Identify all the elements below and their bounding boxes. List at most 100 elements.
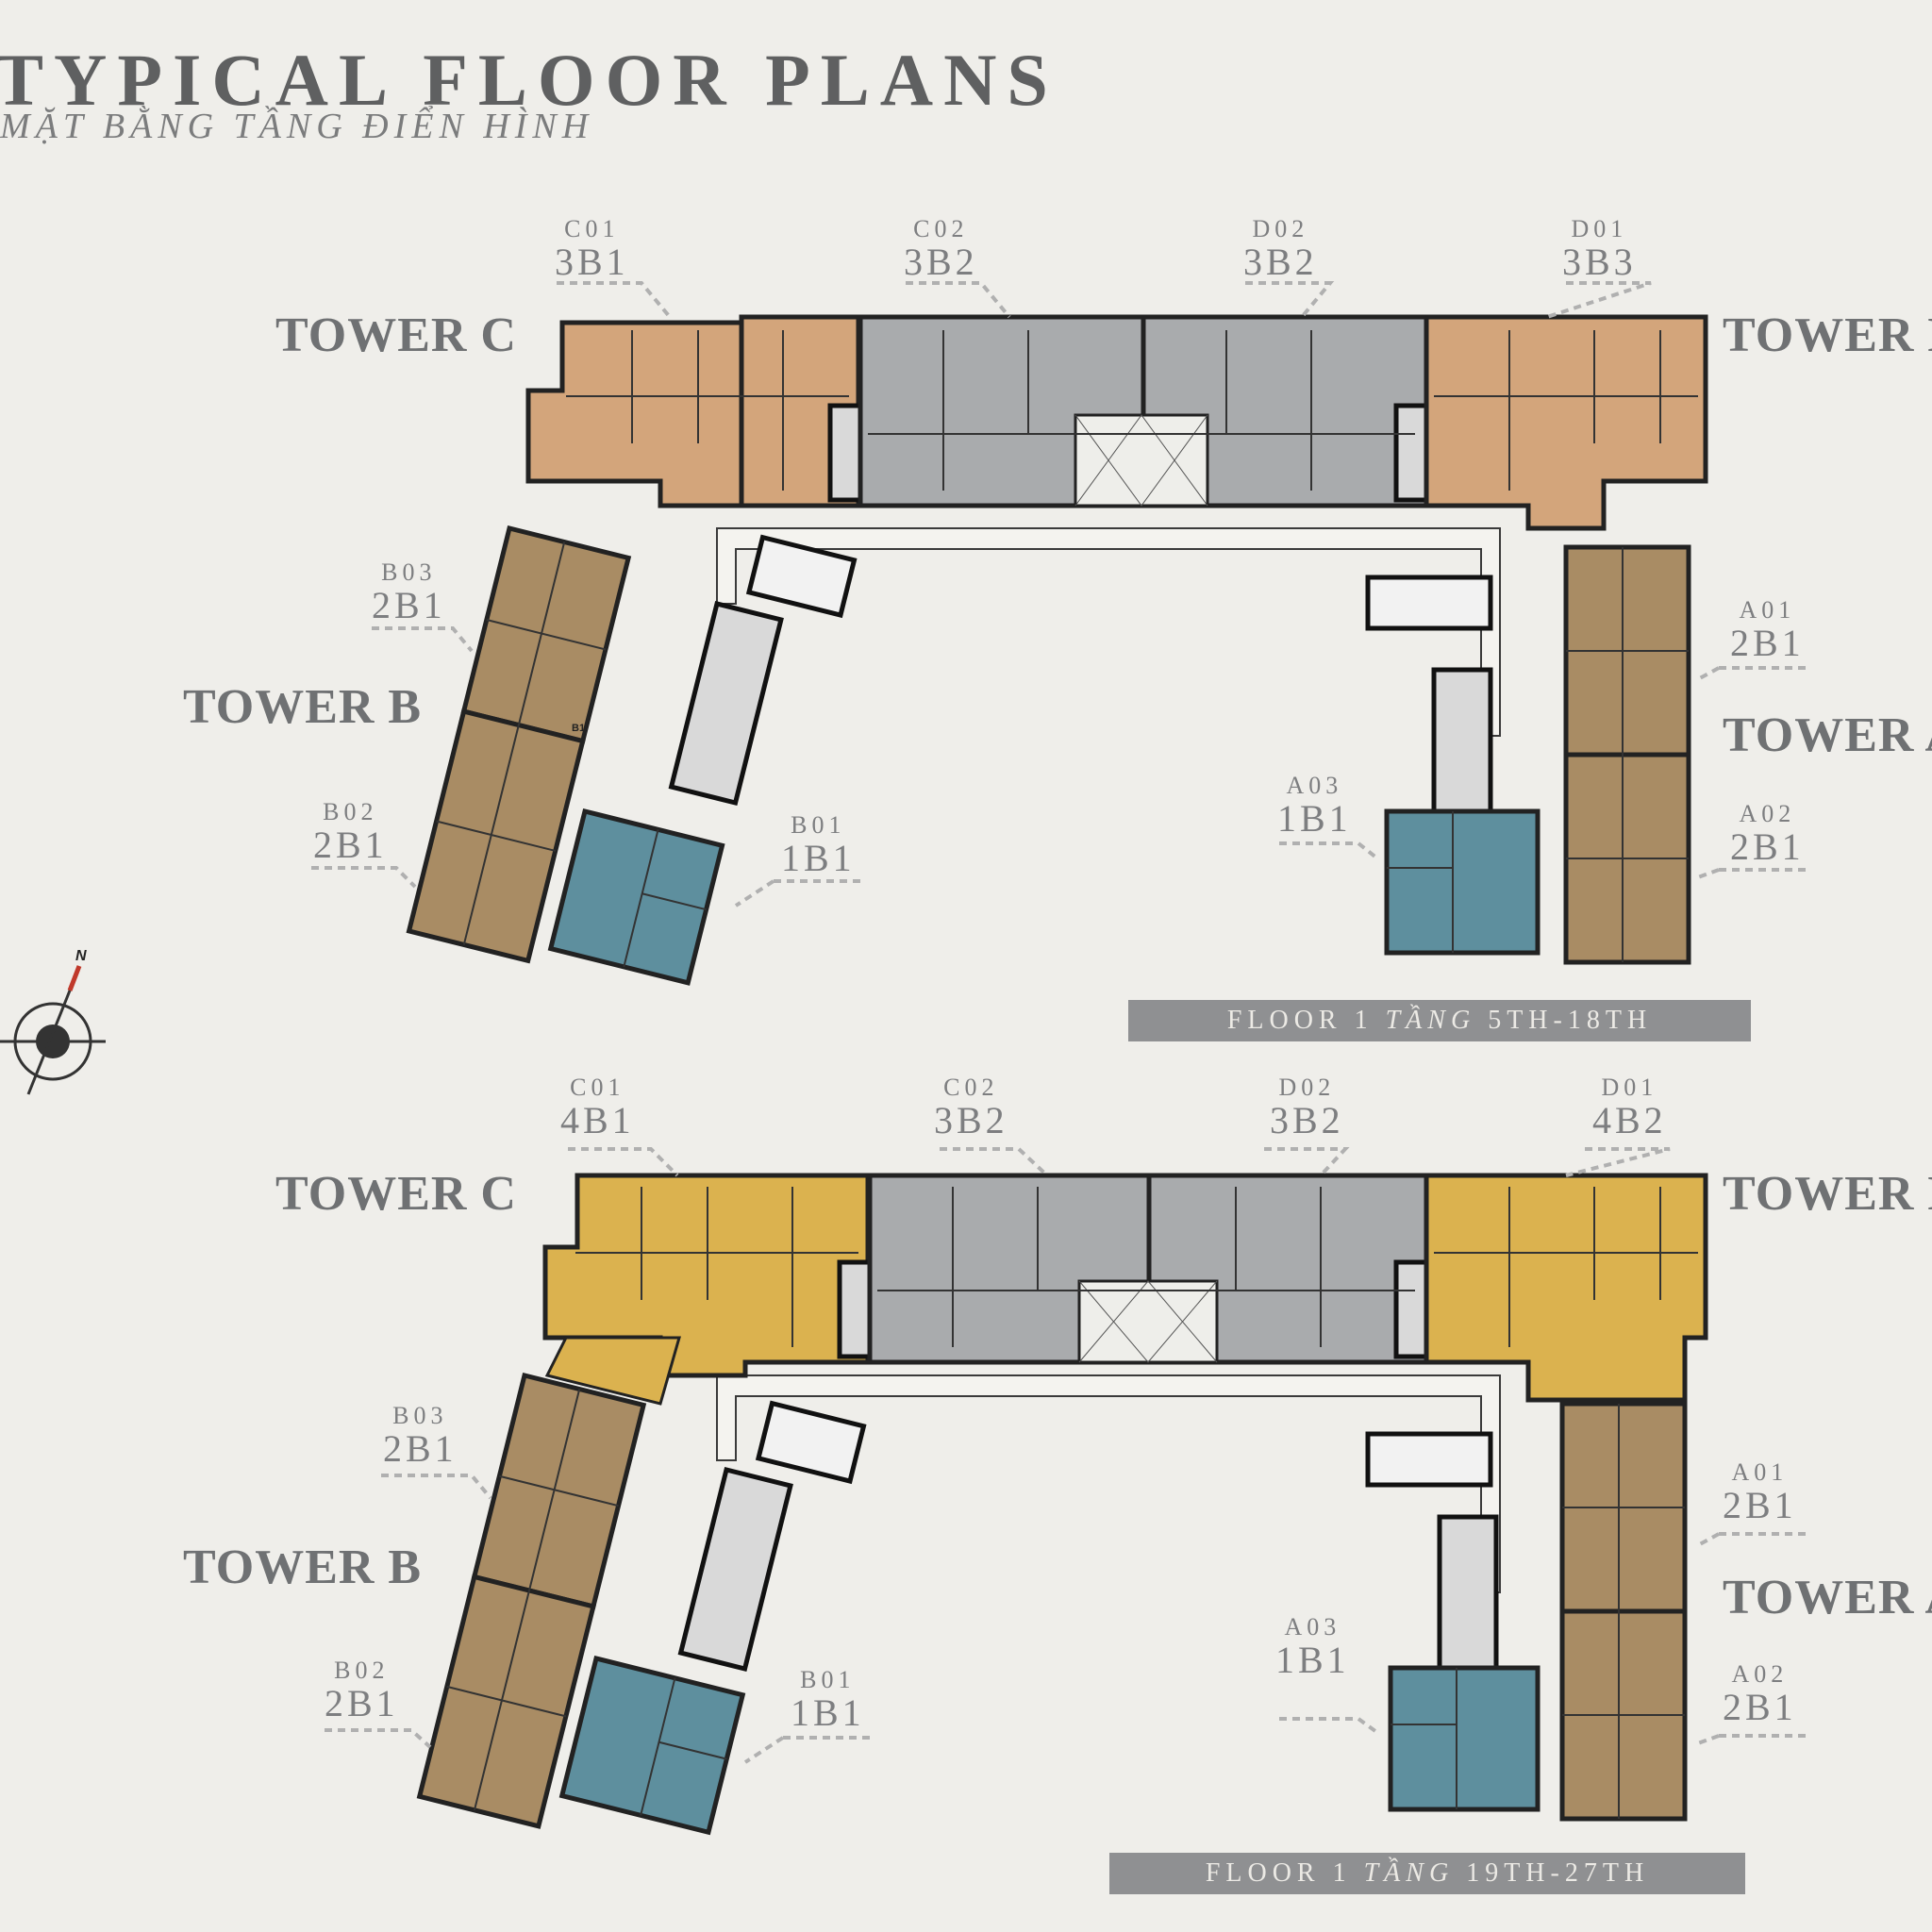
unit-type: 3B2 [934, 1099, 1008, 1141]
unit-code: C02 [913, 215, 969, 242]
unit-type: 4B1 [560, 1099, 635, 1141]
banner-floor: FLOOR 1 [1205, 1858, 1352, 1888]
unit-b01-shape [558, 1655, 746, 1836]
core-b [677, 1466, 793, 1673]
leader-c01 [557, 281, 672, 319]
core-a [1437, 1514, 1499, 1671]
unit-type: 2B1 [313, 824, 388, 866]
unit-code: D01 [1601, 1074, 1658, 1101]
unit-code: A02 [1739, 800, 1796, 827]
corridor [716, 1374, 1501, 1593]
unit-code: D02 [1278, 1074, 1336, 1101]
floor-banner: FLOOR 1 TẦNG 19TH-27TH [1109, 1853, 1745, 1894]
unit-c01-wing [544, 1336, 681, 1406]
unit-code: A01 [1731, 1458, 1789, 1486]
unit-type: 2B1 [1723, 1484, 1797, 1526]
core-b [668, 600, 784, 807]
unit-type: 2B1 [372, 584, 446, 626]
tower-c-label: TOWER C [275, 1167, 517, 1221]
unit-code: C01 [570, 1074, 625, 1101]
leader-b01 [734, 879, 866, 908]
compass-icon: N [0, 948, 106, 1095]
unit-type: 3B2 [904, 241, 978, 283]
leader-a02 [1697, 1734, 1807, 1745]
leader-c01 [568, 1147, 679, 1177]
page-title: TYPICAL FLOOR PLANS [0, 39, 1058, 121]
unit-code: B02 [334, 1657, 390, 1684]
leader-d01 [1546, 281, 1652, 319]
tower-a-label: TOWER A [1723, 1571, 1932, 1624]
unit-code: A01 [1739, 596, 1796, 624]
unit-type: 3B3 [1562, 241, 1637, 283]
tower-a-label: TOWER A [1723, 708, 1932, 762]
tower-d-label: TOWER D [1723, 1167, 1932, 1221]
unit-type: 2B1 [1723, 1686, 1797, 1728]
unit-code: B01 [791, 811, 846, 839]
leader-b01 [743, 1736, 874, 1764]
unit-c02-shape [858, 314, 1146, 508]
unit-type: 2B1 [1730, 825, 1805, 868]
page-subtitle: MẶT BẰNG TẦNG ĐIỂN HÌNH [0, 107, 594, 146]
unit-a03-shape [1388, 1665, 1541, 1812]
tower-b-label: TOWER B [183, 1541, 423, 1594]
unit-code: A03 [1286, 772, 1343, 799]
tower-b-label: TOWER B [183, 680, 423, 734]
unit-code: C02 [943, 1074, 999, 1101]
unit-type: 3B2 [1243, 241, 1318, 283]
leader-a02 [1697, 868, 1811, 879]
unit-code: B02 [323, 798, 378, 825]
unit-code: D01 [1571, 215, 1628, 242]
leader-a01 [1697, 1532, 1807, 1547]
leader-a03 [1279, 1717, 1381, 1736]
lobby-c [1077, 1279, 1219, 1364]
floor-plan-drawing [311, 281, 1811, 986]
core-a [1431, 667, 1493, 814]
banner-tang: TẦNG [1363, 1858, 1455, 1888]
unit-type: 1B1 [1277, 797, 1352, 840]
banner-range: 5TH-18TH [1488, 1006, 1653, 1035]
leader-d01 [1565, 1147, 1671, 1177]
leader-b03 [372, 626, 474, 653]
leader-c02 [940, 1147, 1049, 1177]
leader-b02 [311, 866, 417, 889]
floor-plan-drawing [325, 1147, 1807, 1836]
leader-a03 [1279, 841, 1379, 860]
unit-code: D02 [1252, 215, 1309, 242]
unit-code: B03 [381, 558, 437, 586]
unit-type: 2B1 [1730, 622, 1805, 664]
lobby-c [1074, 413, 1209, 508]
leader-c02 [906, 281, 1011, 319]
floor-banner: FLOOR 1 TẦNG 5TH-18TH [1128, 1000, 1751, 1041]
unit-type: 4B2 [1592, 1099, 1667, 1141]
banner-floor: FLOOR 1 [1226, 1006, 1374, 1035]
unit-type: 2B1 [383, 1427, 458, 1470]
tower-c-label: TOWER C [275, 308, 517, 362]
unit-code: C01 [564, 215, 620, 242]
unit-code: A02 [1731, 1660, 1789, 1688]
banner-range: 19TH-27TH [1466, 1858, 1650, 1888]
tower-d-label: TOWER D [1723, 308, 1932, 362]
room-label-b1: B1 [572, 723, 586, 734]
banner-tang: TẦNG [1385, 1006, 1476, 1035]
leader-b02 [325, 1728, 432, 1749]
leader-b03 [381, 1474, 492, 1500]
unit-b01-shape [547, 808, 725, 986]
leader-a01 [1697, 666, 1811, 681]
unit-type: 3B2 [1270, 1099, 1344, 1141]
unit-code: B01 [800, 1666, 856, 1693]
unit-c01-shape [525, 320, 744, 508]
